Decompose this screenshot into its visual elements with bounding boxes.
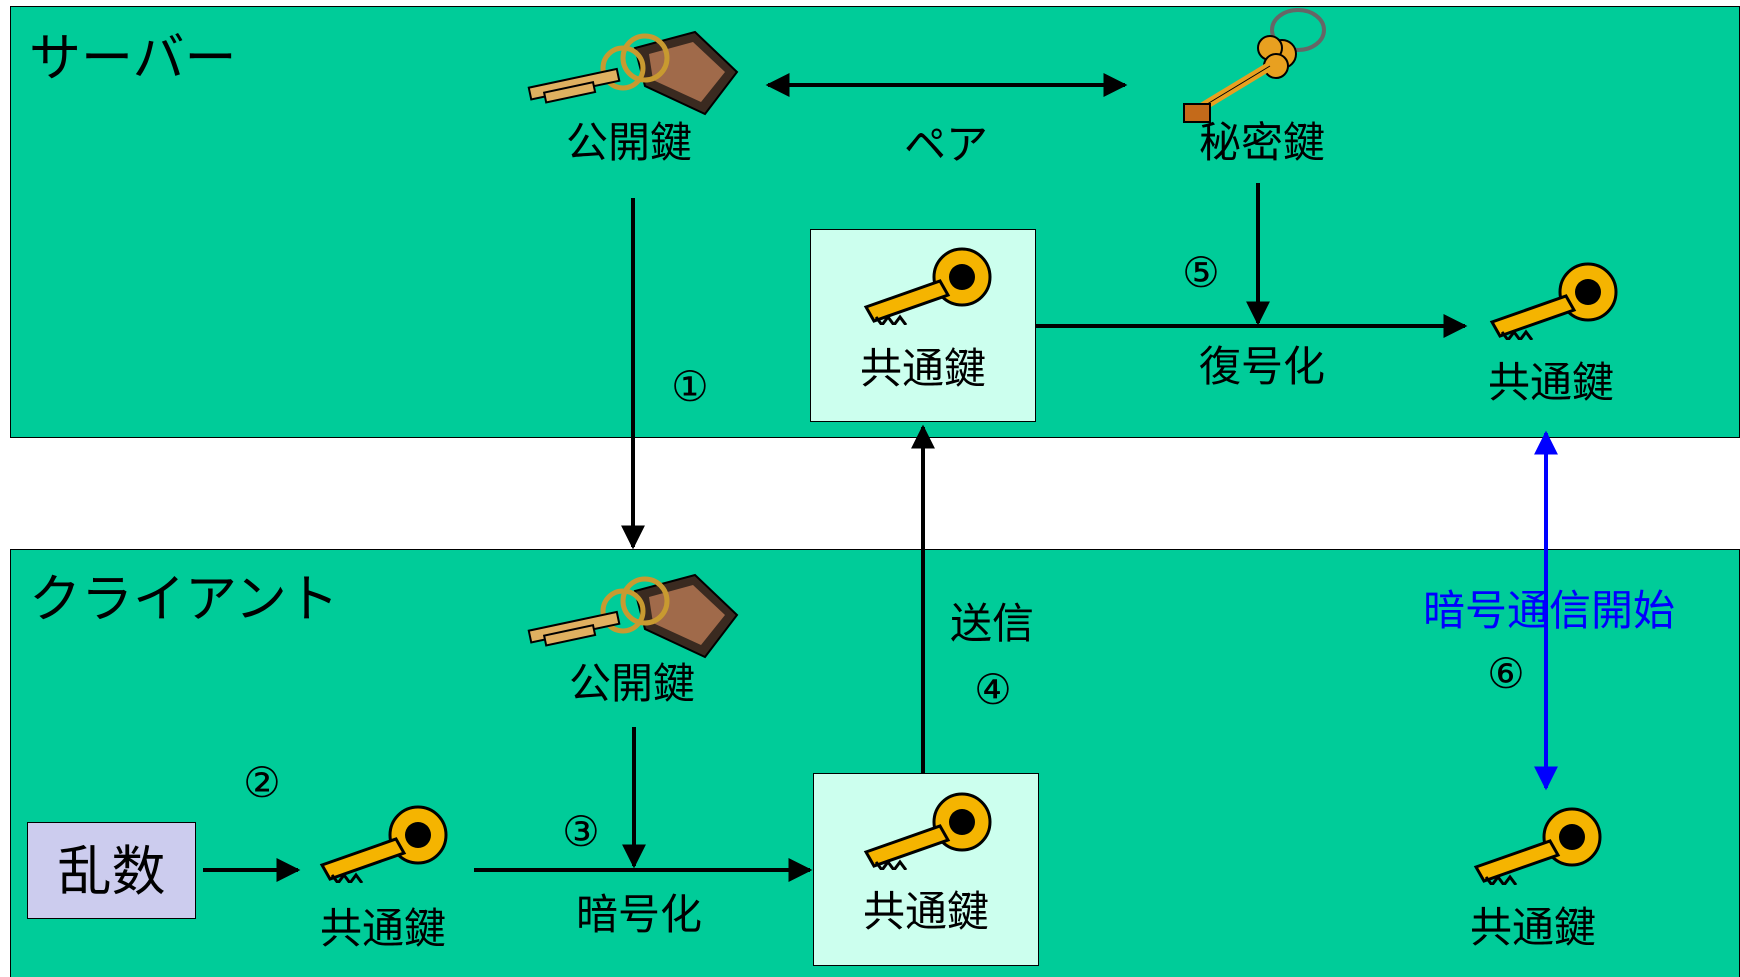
- random-label: 乱数: [57, 840, 166, 903]
- step6-label: ⑥: [1487, 649, 1525, 698]
- step2-label: ②: [243, 758, 281, 807]
- encrypt-label: 暗号化: [575, 890, 703, 939]
- server-box-shared-key-icon: [863, 247, 992, 325]
- decrypt-label: 復号化: [1198, 342, 1326, 391]
- random-number-box: 乱数: [27, 822, 196, 919]
- server-box-shared-key-label: 共通鍵: [859, 344, 987, 393]
- client-final-key-label: 共通鍵: [1469, 903, 1597, 952]
- step1-label: ①: [671, 362, 709, 411]
- server-shared-key-box: [810, 229, 1036, 422]
- server-public-key-label: 公開鍵: [565, 118, 693, 167]
- client-box-shared-key-label: 共通鍵: [862, 887, 990, 936]
- client-shared-key-icon: [319, 805, 448, 883]
- client-title: クライアント: [29, 570, 339, 630]
- server-title: サーバー: [29, 29, 237, 89]
- client-encrypted-key-box: [813, 773, 1039, 966]
- send-label: 送信: [949, 599, 1035, 648]
- private-key-label: 秘密鍵: [1198, 118, 1326, 167]
- server-shared-key-icon: [1489, 262, 1618, 340]
- server-public-key-icon: [527, 30, 739, 116]
- step5-label: ⑤: [1182, 248, 1220, 297]
- server-shared-key-label: 共通鍵: [1487, 358, 1615, 407]
- client-public-key-icon: [527, 573, 739, 659]
- client-public-key-label: 公開鍵: [568, 659, 696, 708]
- client-shared-key-label: 共通鍵: [319, 904, 447, 953]
- step3-label: ③: [562, 807, 600, 856]
- start-comm-label: 暗号通信開始: [1422, 586, 1676, 635]
- step4-label: ④: [974, 665, 1012, 714]
- client-final-shared-key-icon: [1473, 807, 1602, 885]
- pair-label: ペア: [903, 120, 989, 169]
- client-box-shared-key-icon: [863, 792, 992, 870]
- server-private-key-icon: [1183, 8, 1326, 123]
